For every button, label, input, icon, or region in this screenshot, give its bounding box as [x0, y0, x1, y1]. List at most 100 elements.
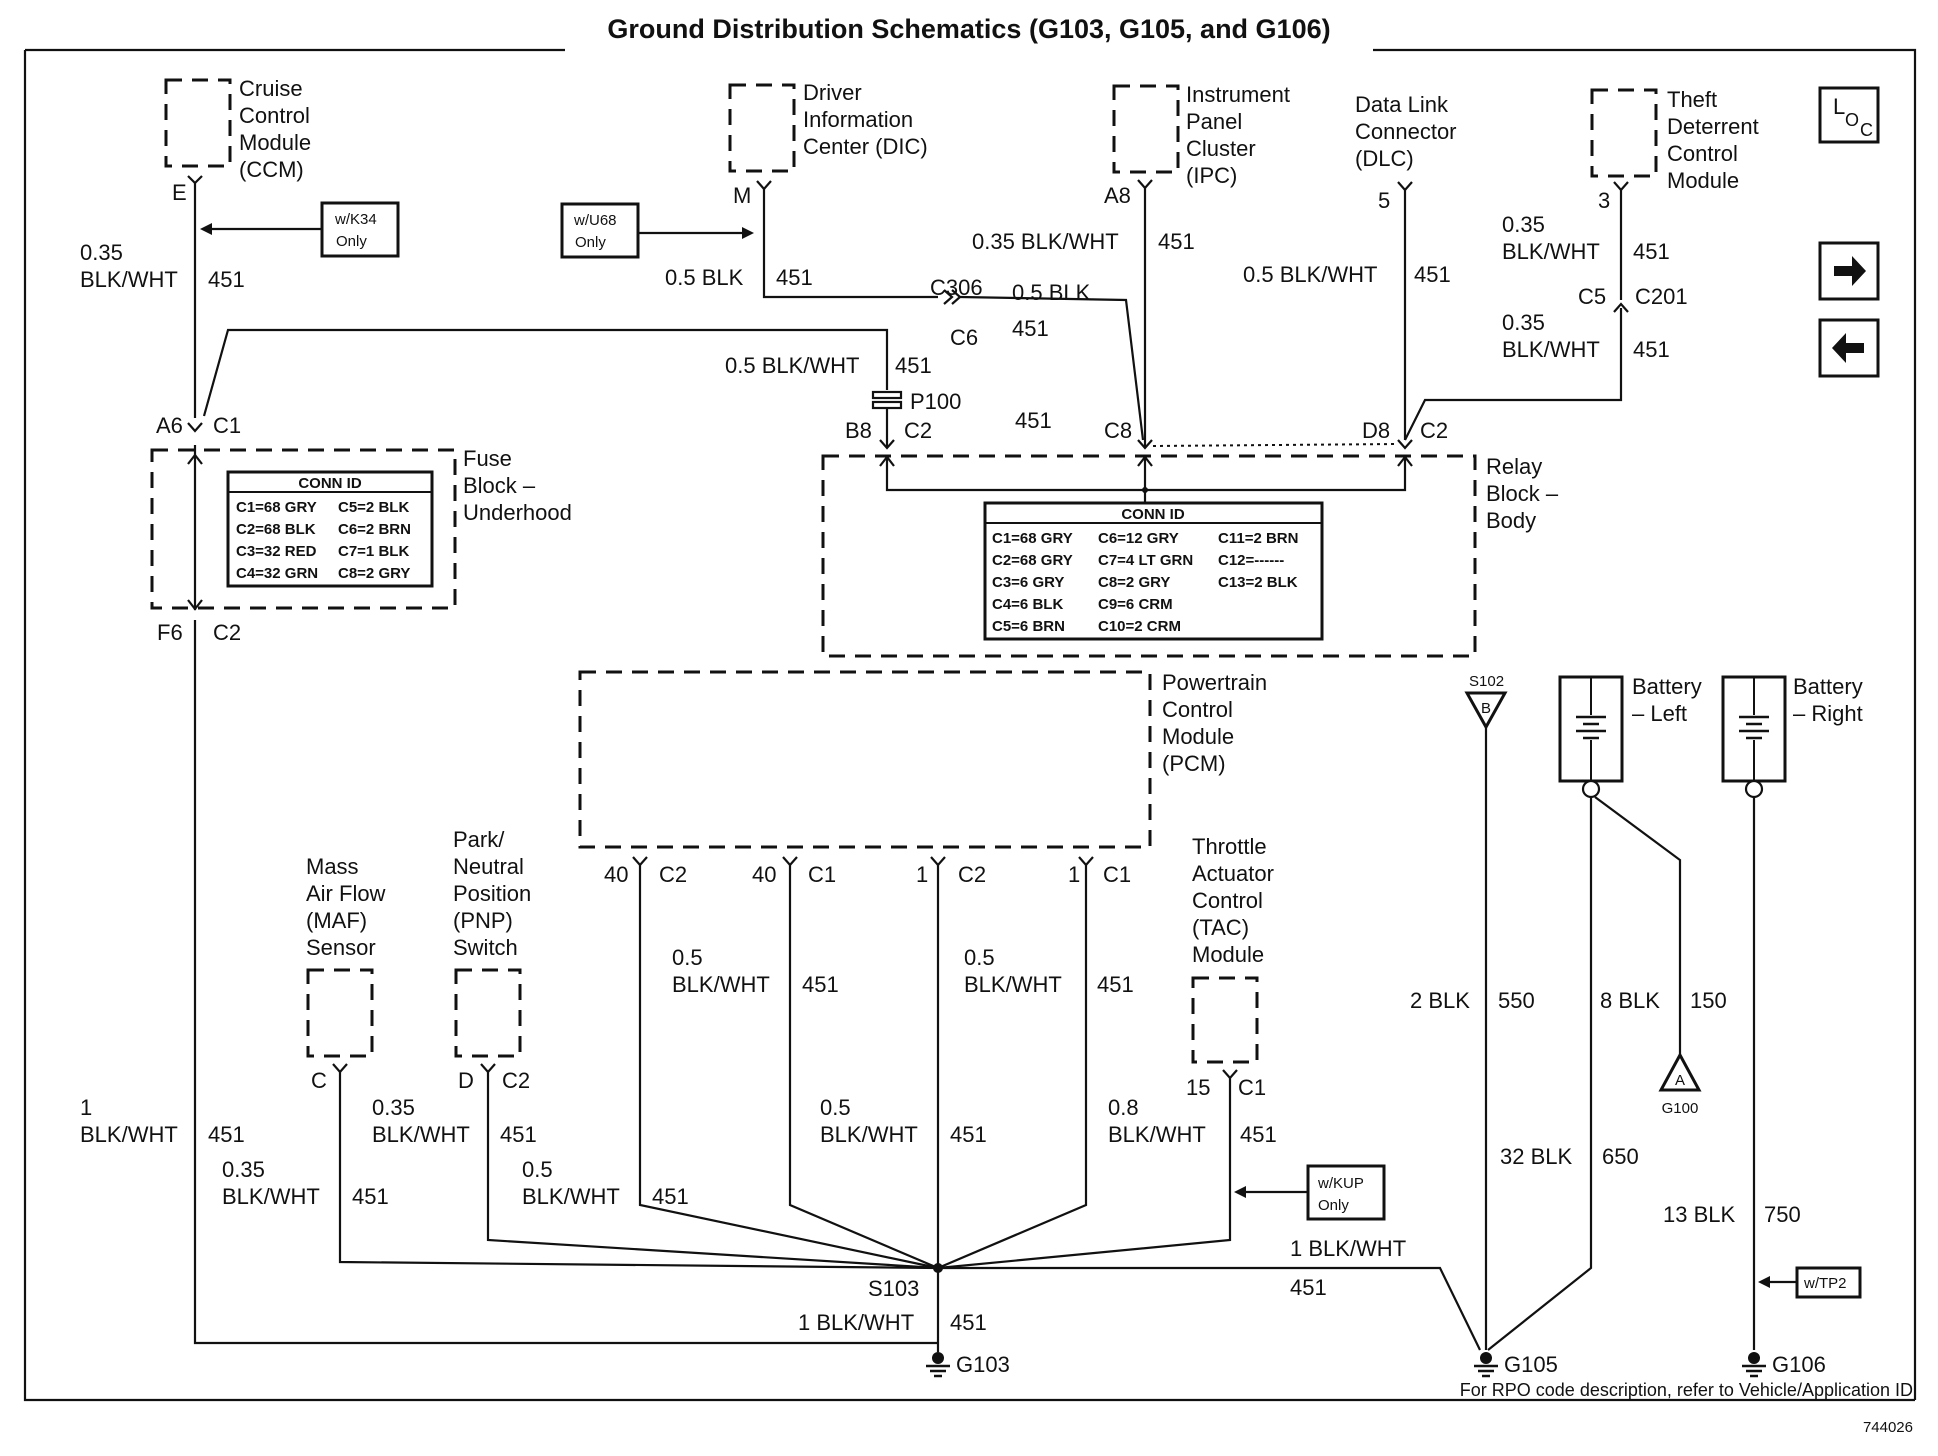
g105-ground-icon — [1474, 1352, 1498, 1378]
tac-conn: C1 — [1238, 1075, 1266, 1100]
fuse-block-label: Fuse Block – Underhood — [463, 446, 572, 525]
dic-label: Driver Information Center (DIC) — [803, 80, 928, 159]
frame-top-right — [1373, 48, 1917, 1400]
svg-text:C2: C2 — [659, 862, 687, 887]
pcm-label: Powertrain Control Module (PCM) — [1162, 670, 1273, 776]
svg-text:C2=68 BLK: C2=68 BLK — [236, 521, 316, 538]
s102-wire-label: 2 BLK — [1410, 988, 1470, 1013]
tdcm-wire-lower-circuit: 451 — [1633, 337, 1670, 362]
arrow-left-icon[interactable] — [1818, 318, 1880, 378]
s102-wire-circuit: 550 — [1498, 988, 1535, 1013]
pcm-pin-labels: 40 C2 40 C1 1 C2 1 C1 — [604, 862, 1131, 887]
c201-connector: C5 C201 — [1578, 284, 1688, 313]
svg-text:C10=2 CRM: C10=2 CRM — [1098, 618, 1181, 635]
svg-text:C1: C1 — [1103, 862, 1131, 887]
c306-out-circuit: 451 — [1012, 316, 1049, 341]
dic-module: Driver Information Center (DIC) M — [728, 80, 928, 208]
g103-wire-label: 1 BLK/WHT — [798, 1310, 914, 1335]
ipc-wire-circuit: 451 — [1158, 229, 1195, 254]
tac-module: Throttle Actuator Control (TAC) Module 1… — [1186, 834, 1274, 1100]
svg-text:1: 1 — [916, 862, 928, 887]
svg-text:C3=32 RED: C3=32 RED — [236, 543, 317, 560]
dlc-pin: 5 — [1378, 188, 1390, 213]
d8-pin-mark — [1397, 439, 1413, 450]
pcm-wire-1 — [638, 865, 939, 1270]
svg-text:C2=68 GRY: C2=68 GRY — [992, 552, 1073, 569]
svg-text:Only: Only — [336, 233, 367, 250]
pcm-wire-b-circuit: 451 — [1097, 972, 1134, 997]
kup-option-note: w/KUP Only — [1234, 1164, 1386, 1221]
d8-conn: C2 — [1420, 418, 1448, 443]
p100-wire-circuit: 451 — [895, 353, 932, 378]
svg-text:C4=6 BLK: C4=6 BLK — [992, 596, 1063, 613]
fuse-top-pin: A6 — [156, 413, 183, 438]
battery-right: Battery – Right — [1721, 674, 1863, 799]
relay-block-body: Relay Block – Body CONN ID C1=68 GRY C6=… — [821, 454, 1564, 658]
tdcm-label: Theft Deterrent Control Module — [1667, 87, 1765, 193]
svg-text:C1: C1 — [808, 862, 836, 887]
fuse-top-conn: C1 — [213, 413, 241, 438]
pcm-pin3-mark — [930, 856, 946, 867]
svg-text:C5: C5 — [1578, 284, 1606, 309]
dic-wire — [762, 189, 938, 299]
pcm-pin4-mark — [1078, 856, 1094, 867]
c306-connector: C306 C6 — [930, 275, 983, 350]
svg-text:C8=2 GRY: C8=2 GRY — [338, 565, 410, 582]
fuse-conn-id-header: CONN ID — [298, 475, 362, 492]
svg-text:C9=6 CRM: C9=6 CRM — [1098, 596, 1173, 613]
svg-text:C6=2 BRN: C6=2 BRN — [338, 521, 411, 538]
maf-sensor: Mass Air Flow (MAF) Sensor C — [306, 854, 386, 1093]
svg-text:C11=2 BRN: C11=2 BRN — [1218, 530, 1298, 547]
page-title: Ground Distribution Schematics (G103, G1… — [607, 14, 1330, 44]
ipc-wire-label: 0.35 BLK/WHT — [972, 229, 1119, 254]
fuse-bot-pin: F6 — [157, 620, 183, 645]
arrow-right-icon[interactable] — [1818, 241, 1880, 301]
svg-text:C6: C6 — [950, 325, 978, 350]
tac-wire-circuit: 451 — [1240, 1122, 1277, 1147]
maf-wire — [338, 1072, 939, 1270]
svg-text:G100: G100 — [1662, 1100, 1699, 1117]
relay-block-label: Relay Block – Body — [1486, 454, 1564, 533]
pcm-module: Powertrain Control Module (PCM) — [578, 670, 1273, 849]
svg-text:40: 40 — [752, 862, 776, 887]
pnp-conn: C2 — [502, 1068, 530, 1093]
fuse-wire-circuit: 451 — [208, 1122, 245, 1147]
battery-left-label: Battery – Left — [1632, 674, 1708, 726]
tac-pin-mark — [1222, 1069, 1238, 1080]
pcm-wire-c-circuit: 451 — [950, 1122, 987, 1147]
br-wire-circuit: 750 — [1764, 1202, 1801, 1227]
pcm-wire-a-circuit: 451 — [802, 972, 839, 997]
dic-wire-circuit: 451 — [776, 265, 813, 290]
relay-internal-circuit: 451 — [1015, 408, 1052, 433]
pnp-pin-mark — [480, 1063, 496, 1074]
svg-text:C7=1 BLK: C7=1 BLK — [338, 543, 409, 560]
loc-icon[interactable]: L O C — [1818, 86, 1880, 144]
battery-left-to-g100-wire — [1594, 796, 1682, 1055]
b8-conn: C2 — [904, 418, 932, 443]
maf-pin-mark — [332, 1063, 348, 1074]
loc-letter-l: L — [1833, 94, 1845, 119]
maf-pin: C — [311, 1068, 327, 1093]
dlc-connector: Data Link Connector (DLC) 5 — [1355, 92, 1457, 213]
svg-text:C201: C201 — [1635, 284, 1688, 309]
ipc-label: Instrument Panel Cluster (IPC) — [1186, 82, 1296, 188]
tdcm-pin: 3 — [1598, 188, 1610, 213]
g105-in-wire-circuit: 451 — [1290, 1275, 1327, 1300]
g105-label: G105 — [1504, 1352, 1558, 1377]
g106-ground-icon — [1742, 1352, 1766, 1378]
p100-wire-label: 0.5 BLK/WHT — [725, 353, 859, 378]
c8-pin-mark — [1137, 439, 1153, 450]
g100-splice: A G100 — [1658, 1051, 1702, 1117]
svg-text:B: B — [1481, 700, 1491, 717]
pcm-wire-4 — [937, 865, 1088, 1270]
pcm-pin1-mark — [632, 856, 648, 867]
pnp-switch: Park/ Neutral Position (PNP) Switch D C2 — [453, 827, 531, 1093]
